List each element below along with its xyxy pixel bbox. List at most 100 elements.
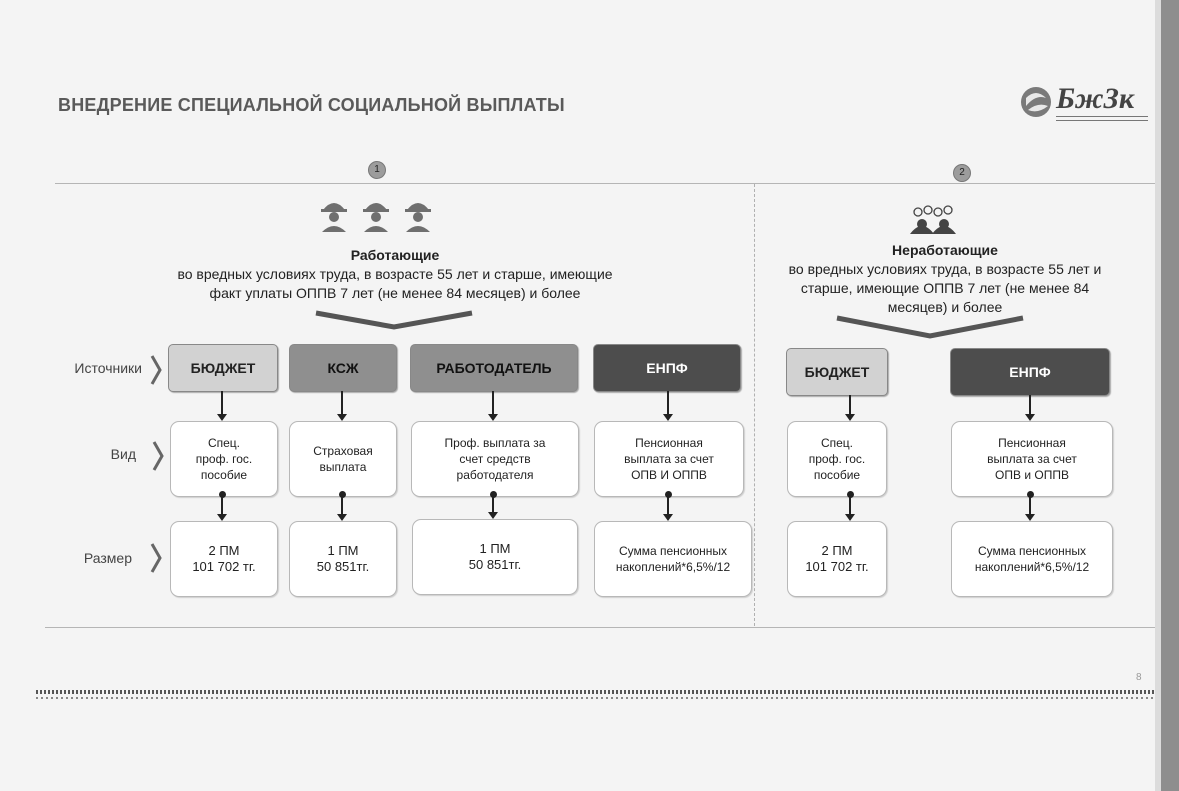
type-line: Спец. [207,436,241,450]
size-line: Сумма пенсионных [618,544,728,558]
logo-underline [1056,116,1148,121]
arrow-down-icon [488,414,498,421]
arrow-down-icon [845,414,855,421]
connector-dot [490,491,497,498]
arrow-down-icon [217,414,227,421]
size-line: 101 702 тг. [192,559,256,574]
connector-line [849,496,851,517]
source-budget: БЮДЖЕТ [168,344,278,392]
type-box: Спец.проф. гос.пособие [170,421,278,497]
group-1-line: во вредных условиях труда, в возрасте 55… [177,266,613,282]
group-number-badge: 2 [953,164,971,182]
size-line: 50 851тг. [316,559,370,574]
arrow-down-icon [663,514,673,521]
connector-line [667,391,669,418]
type-line: работодателя [456,468,534,482]
type-line: пособие [813,468,861,482]
group-number-badge: 1 [368,161,386,179]
connector-line [341,496,343,517]
connector-line [492,391,494,418]
connector-line [492,496,494,515]
type-box: Спец. проф. гос. пособие [787,421,887,497]
chevron-right-icon [150,355,162,385]
group-2-head: Неработающие [892,242,998,258]
type-line: пособие [200,468,248,482]
group-2-line: во вредных условиях труда, в возрасте 55… [788,261,1102,277]
type-line: Пенсионная [635,436,703,450]
arrow-down-icon [663,414,673,421]
size-line: 101 702 тг. [805,559,869,574]
logo-text: БжЗк [1056,82,1135,115]
group-1-description: Работающие во вредных условиях труда, в … [130,246,660,303]
size-line: 50 851тг. [468,557,522,572]
workers-hardhat-icon [321,203,431,232]
size-box: Сумма пенсионных накоплений*6,5%/12 [951,521,1113,597]
size-line: накоплений*6,5%/12 [974,560,1090,574]
type-line: выплата за счет [987,452,1077,466]
connector-dot [665,491,672,498]
connector-dot [847,491,854,498]
arrow-down-icon [488,512,498,519]
chevron-down-icon [836,315,1024,339]
arrow-down-icon [337,414,347,421]
type-line: Проф. выплата за [444,436,546,450]
logo: БжЗк [1018,82,1158,128]
type-box: Проф. выплата за счет средств работодателя [411,421,579,497]
source-ksj: КСЖ [289,344,397,392]
group-2-line: старше, имеющие ОППВ 7 лет (не менее 84 [800,280,1090,296]
type-line: счет средств [459,452,531,466]
group-divider [754,184,755,626]
type-line: выплата [319,460,367,474]
arrow-down-icon [337,514,347,521]
top-divider [55,183,1155,184]
connector-line [849,395,851,418]
size-box: Сумма пенсионных накоплений*6,5%/12 [594,521,752,597]
size-line: накоплений*6,5%/12 [615,560,731,574]
type-line: ОПВ И ОППВ [631,468,707,482]
chevron-right-icon [150,543,162,573]
size-line: 2 ПМ [821,543,853,558]
type-box: Страховая выплата [289,421,397,497]
bottom-divider [45,627,1155,628]
arrow-down-icon [217,514,227,521]
row-label-sources: Источники [74,360,142,376]
type-line: ОПВ и ОППВ [995,468,1069,482]
page-number: 8 [1136,672,1142,683]
size-line: 1 ПМ [327,543,359,558]
connector-line [1029,395,1031,418]
size-line: 2 ПМ [208,543,240,558]
chevron-down-icon [315,310,473,330]
page-edge-light [1155,0,1161,791]
arrow-down-icon [1025,514,1035,521]
type-line: выплата за счет [624,452,714,466]
connector-dot [339,491,346,498]
arrow-down-icon [845,514,855,521]
group-2-description: Неработающие во вредных условиях труда, … [755,241,1135,317]
type-line: проф. гос. [808,452,866,466]
chevron-right-icon [152,441,164,471]
row-label-size: Размер [83,550,132,566]
group-1-line: факт уплаты ОППВ 7 лет (не менее 84 меся… [209,285,581,301]
connector-dot [1027,491,1034,498]
page-edge [1161,0,1179,791]
type-line: Пенсионная [998,436,1066,450]
source-budget: БЮДЖЕТ [786,348,888,396]
type-line: Страховая [313,444,373,458]
source-enpf: ЕНПФ [593,344,741,392]
logo-swirl-icon [1021,87,1051,117]
page-title: ВНЕДРЕНИЕ СПЕЦИАЛЬНОЙ СОЦИАЛЬНОЙ ВЫПЛАТЫ [58,95,565,115]
connector-line [221,496,223,517]
source-enpf: ЕНПФ [950,348,1110,396]
source-employer: РАБОТОДАТЕЛЬ [410,344,578,392]
row-label-type: Вид [110,446,136,462]
footer-dotted-line [36,697,1155,699]
connector-line [1029,496,1031,517]
footer-dotted-line [36,690,1155,694]
type-line: Спец. [820,436,854,450]
size-line: Сумма пенсионных [977,544,1087,558]
